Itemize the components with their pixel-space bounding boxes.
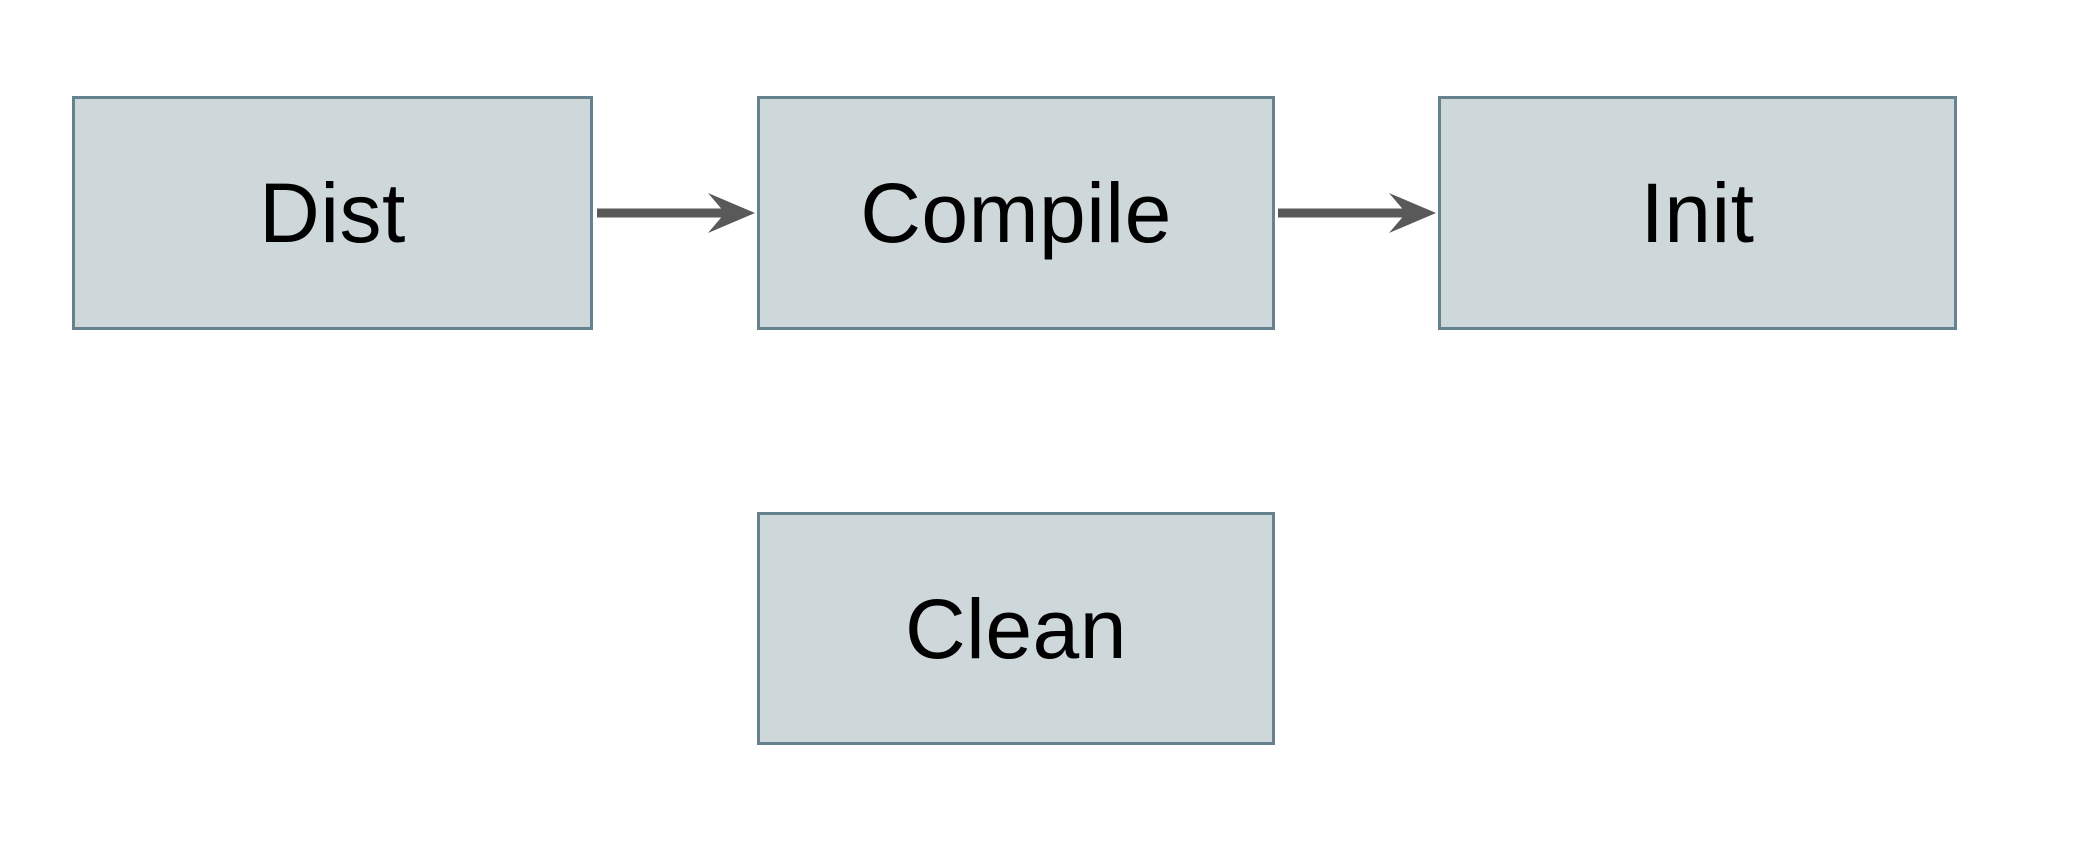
arrow-compile-to-init xyxy=(1278,193,1436,233)
node-clean-label: Clean xyxy=(905,581,1127,676)
node-dist-label: Dist xyxy=(259,166,406,260)
node-compile-label: Compile xyxy=(860,166,1172,260)
node-dist[interactable]: Dist xyxy=(72,96,593,330)
node-init[interactable]: Init xyxy=(1438,96,1957,330)
node-compile[interactable]: Compile xyxy=(757,96,1275,330)
node-init-label: Init xyxy=(1640,166,1755,260)
arrow-dist-to-compile xyxy=(597,193,755,233)
node-clean[interactable]: Clean xyxy=(757,512,1275,745)
